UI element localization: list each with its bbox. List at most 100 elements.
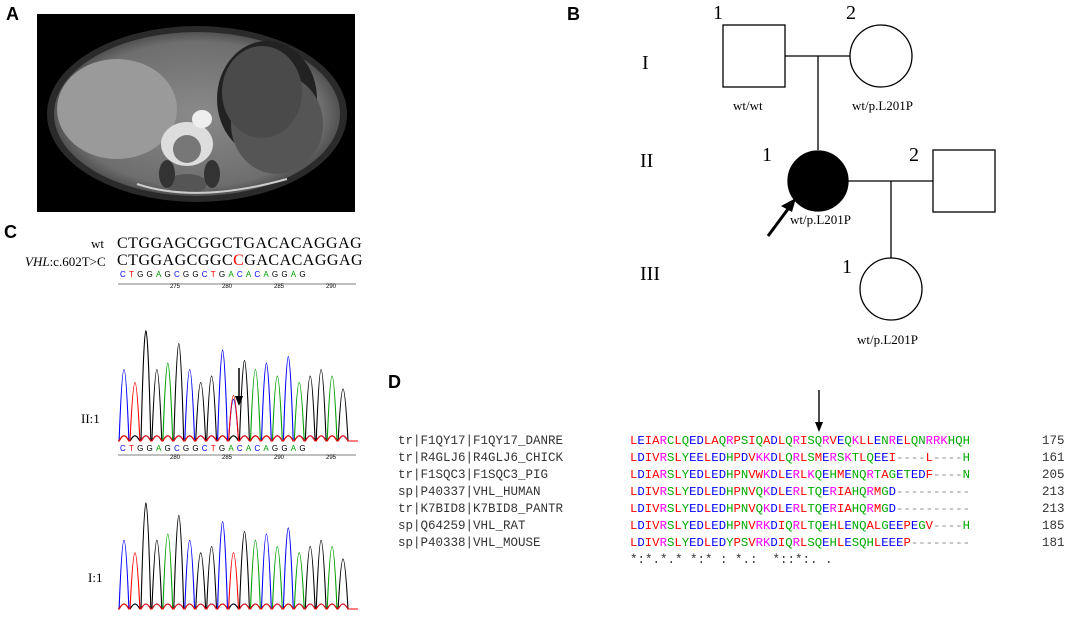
- sequence-identifier: tr|K7BID8|K7BID8_PANTR: [398, 502, 564, 516]
- pedigree-I2-number: 2: [846, 2, 856, 24]
- sequence-residues: LEIARCLQEDLAQRPSIQADLQRISQRVEQKLLENRELQN…: [630, 434, 970, 448]
- trace-base: A: [228, 444, 237, 453]
- sequence-identifier: tr|R4GLJ6|R4GLJ6_CHICK: [398, 451, 564, 465]
- sequence-residues: LDIVRSLYEDLEDHPNVQKDLERLTQERIAHQRMGD----…: [630, 485, 970, 499]
- panel-label-d: D: [388, 372, 401, 392]
- trace-base: G: [137, 444, 147, 453]
- chromatogram-II1: [118, 329, 358, 442]
- trace-base: A: [228, 270, 237, 279]
- trace-base: G: [281, 270, 291, 279]
- trace-T: [118, 381, 358, 442]
- trace-base: C: [201, 444, 211, 453]
- pedigree-III1-number: 1: [842, 256, 852, 278]
- sequence-end-position: 213: [1042, 502, 1065, 516]
- mutation-arrow: [235, 368, 243, 406]
- trace-base: T: [210, 270, 219, 279]
- pedigree-III1-female: [859, 257, 923, 321]
- trace-G: [118, 329, 358, 442]
- trace-base: G: [192, 270, 202, 279]
- panel-label-a: A: [6, 4, 19, 24]
- sequence-end-position: 205: [1042, 468, 1065, 482]
- sequence-identifier: sp|P40337|VHL_HUMAN: [398, 485, 541, 499]
- proband-arrow: [766, 204, 793, 237]
- wt-label: wt: [91, 236, 104, 251]
- sequence-residues: LDIVRSLYEDLEDHPNVQKDLERLTQERIAHQRMGD----…: [630, 502, 970, 516]
- sequence-residues: LDIVRSLYEELEDHPDVKKDLQRLSMERSKTLQEEI----…: [630, 451, 970, 465]
- trace-T: [118, 552, 358, 610]
- sequence-end-position: 161: [1042, 451, 1065, 465]
- trace-base: T: [128, 270, 138, 279]
- trace-base: A: [263, 270, 272, 279]
- trace-base: C: [236, 270, 246, 279]
- trace-base: G: [182, 270, 193, 279]
- axis-tick-label: 280: [222, 284, 233, 290]
- reference-trace-bases: CTGGAGCGGCTGACACAGGAG: [120, 270, 309, 279]
- trace-base: G: [218, 444, 229, 453]
- trace-base: A: [290, 270, 300, 279]
- trace-base: C: [120, 444, 129, 453]
- axis-tick-label: 295: [326, 455, 337, 461]
- sequence-end-position: 185: [1042, 519, 1065, 533]
- trace-base: A: [155, 270, 165, 279]
- trace-base: G: [218, 270, 229, 279]
- trace-base: G: [281, 444, 291, 453]
- trace-base: G: [164, 444, 174, 453]
- pedigree-III1-genotype: wt/p.L201P: [857, 332, 919, 347]
- trace-base: G: [271, 444, 282, 453]
- II1-ticks: 280 285 290 295: [118, 455, 358, 465]
- generation-label-I: I: [642, 52, 649, 74]
- pedigree-II1-number: 1: [762, 144, 772, 166]
- pedigree-II1-proband-affected: [787, 150, 849, 212]
- trace-base: A: [245, 444, 255, 453]
- trace-base: C: [236, 444, 246, 453]
- trace-base: A: [263, 444, 272, 453]
- trace-base: C: [173, 270, 183, 279]
- trace-base: T: [128, 444, 138, 453]
- trace-G: [118, 502, 358, 610]
- generation-label-II: II: [640, 150, 654, 172]
- ct-scan-drawing: [37, 14, 355, 212]
- pedigree-I1-male: [722, 24, 786, 88]
- trace-base: T: [210, 444, 219, 453]
- sequence-residues: LDIVRSLYEDLEDHPNVRKDIQRLTQEHLENQALGEEPEG…: [630, 519, 970, 533]
- axis-tick-label: 275: [170, 284, 181, 290]
- mutant-base: C: [233, 252, 245, 269]
- trace-base: A: [290, 444, 300, 453]
- trace-base: G: [192, 444, 202, 453]
- axis-tick-label: 285: [274, 284, 285, 290]
- axis-tick-label: 280: [170, 455, 181, 461]
- trace-base: G: [146, 444, 156, 453]
- pedigree-I1-number: 1: [713, 2, 723, 24]
- axis-tick-label: 285: [222, 455, 233, 461]
- trace-base: A: [245, 270, 255, 279]
- sequence-residues: LDIVRSLYEDLEDYPSVRKDIQRLSQEHLESQHLEEEP--…: [630, 536, 970, 550]
- sequence-end-position: 181: [1042, 536, 1065, 550]
- trace-base: G: [299, 444, 309, 453]
- pedigree-I1-genotype: wt/wt: [733, 98, 763, 113]
- trace-base: C: [201, 270, 211, 279]
- axis-tick-label: 290: [274, 455, 285, 461]
- pedigree-II2-number: 2: [909, 144, 919, 166]
- trace-base: G: [137, 270, 147, 279]
- generation-label-III: III: [640, 263, 660, 285]
- mutation-label: VHL:c.602T>C: [25, 254, 106, 270]
- sequence-end-position: 213: [1042, 485, 1065, 499]
- trace-base: G: [182, 444, 193, 453]
- trace-base: G: [271, 270, 282, 279]
- mutant-seq-prefix: CTGGAGCGGC: [117, 252, 234, 269]
- sample-label-I1: I:1: [88, 570, 103, 585]
- pedigree-II1-genotype: wt/p.L201P: [790, 212, 852, 227]
- sequence-identifier: sp|P40338|VHL_MOUSE: [398, 536, 541, 550]
- pedigree-I2-genotype: wt/p.L201P: [852, 98, 914, 113]
- variant-notation: :c.602T>C: [49, 254, 106, 269]
- trace-base: C: [254, 270, 264, 279]
- sequence-end-position: 175: [1042, 434, 1065, 448]
- sample-label-II1: II:1: [81, 411, 100, 426]
- mutant-seq-suffix: GACACAGGAG: [244, 252, 364, 269]
- trace-base: C: [254, 444, 264, 453]
- sequence-identifier: tr|F1SQC3|F1SQC3_PIG: [398, 468, 549, 482]
- pedigree-chart: [722, 24, 996, 321]
- pedigree-I2-female: [849, 24, 913, 88]
- trace-base: G: [146, 270, 156, 279]
